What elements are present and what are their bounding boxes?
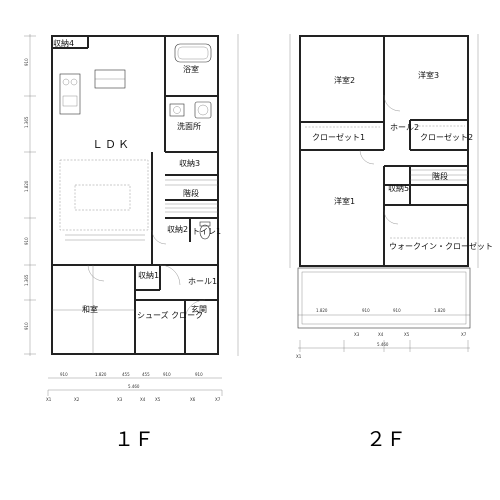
grid-2f-x7: X7 <box>461 332 467 337</box>
room-washitsu: 和室 <box>82 304 98 314</box>
side-dim-3: 910 <box>24 237 29 245</box>
dim-2f-3: 1.820 <box>434 308 446 313</box>
room-washroom: 洗面所 <box>177 121 201 131</box>
room-hall1: ホール1 <box>188 277 217 286</box>
dim-1f-2: 455 <box>122 372 130 377</box>
grid-1f-x3: X3 <box>117 397 123 402</box>
dim-1f-4: 910 <box>163 372 171 377</box>
room-bedroom2: 洋室2 <box>334 75 355 85</box>
room-bedroom3: 洋室3 <box>418 70 439 80</box>
side-dim-2: 1.820 <box>24 180 29 192</box>
room-storage4: 収納4 <box>53 38 74 48</box>
room-storage1: 収納1 <box>138 270 159 280</box>
grid-1f-x5: X5 <box>155 397 161 402</box>
floor2-dimensions: 1.820 910 910 1.820 5.460 <box>316 308 446 347</box>
floor1-plan <box>24 34 239 396</box>
dim-2f-total: 5.460 <box>377 342 389 347</box>
room-bath: 浴室 <box>183 64 199 74</box>
room-stairs-2f: 階段 <box>432 171 448 181</box>
floor1-title: １Ｆ <box>114 427 154 451</box>
side-dim-1: 1.365 <box>24 116 29 128</box>
room-hall2: ホール2 <box>390 123 419 132</box>
room-storage3: 収納3 <box>179 158 200 168</box>
side-dim-4: 1.365 <box>24 274 29 286</box>
side-dim-0: 910 <box>24 58 29 66</box>
dim-1f-total: 5.460 <box>128 384 140 389</box>
room-storage2: 収納2 <box>167 224 188 234</box>
room-ldk: ＬＤＫ <box>92 138 131 151</box>
floor2-title: ２Ｆ <box>366 427 406 451</box>
grid-2f-x5: X5 <box>404 332 410 337</box>
grid-2f-x1: X1 <box>296 354 302 359</box>
grid-1f-x7: X7 <box>215 397 221 402</box>
floor2-balcony <box>297 267 471 329</box>
room-storage5: 収納5 <box>388 183 409 193</box>
dim-1f-5: 910 <box>195 372 203 377</box>
room-entrance: 玄関 <box>191 304 207 314</box>
grid-2f-x3: X3 <box>354 332 360 337</box>
room-closet2: クローゼット2 <box>420 132 473 142</box>
dim-2f-0: 1.820 <box>316 308 328 313</box>
dim-1f-3: 455 <box>142 372 150 377</box>
floor2-plan <box>289 34 479 352</box>
floor1-grid-labels: X1 X2 X3 X4 X5 X6 X7 <box>46 397 221 402</box>
room-walkin-closet: ウォークイン・クローゼット <box>389 241 493 251</box>
grid-2f-x4: X4 <box>378 332 384 337</box>
room-stairs-1f: 階段 <box>183 188 199 198</box>
dim-1f-1: 1.820 <box>95 372 107 377</box>
room-toilet1: トイレ1 <box>192 227 221 236</box>
grid-1f-x6: X6 <box>190 397 196 402</box>
dim-2f-2: 910 <box>393 308 401 313</box>
grid-1f-x1: X1 <box>46 397 52 402</box>
floor2-grid-labels: X1 X3 X4 X5 X7 <box>296 332 467 359</box>
grid-1f-x4: X4 <box>140 397 146 402</box>
room-closet1: クローゼット1 <box>312 132 365 142</box>
room-shoes-cloak: シューズ クローク <box>137 310 203 320</box>
floor1-dimensions: 910 1.820 455 455 910 910 5.460 <box>60 372 203 389</box>
floor1-stairs-treads <box>165 179 218 213</box>
dim-2f-1: 910 <box>362 308 370 313</box>
room-bedroom1: 洋室1 <box>334 196 355 206</box>
grid-1f-x2: X2 <box>74 397 80 402</box>
side-dim-5: 910 <box>24 322 29 330</box>
dim-1f-0: 910 <box>60 372 68 377</box>
floor1-side-dims: 910 1.365 1.820 910 1.365 910 <box>24 58 29 330</box>
